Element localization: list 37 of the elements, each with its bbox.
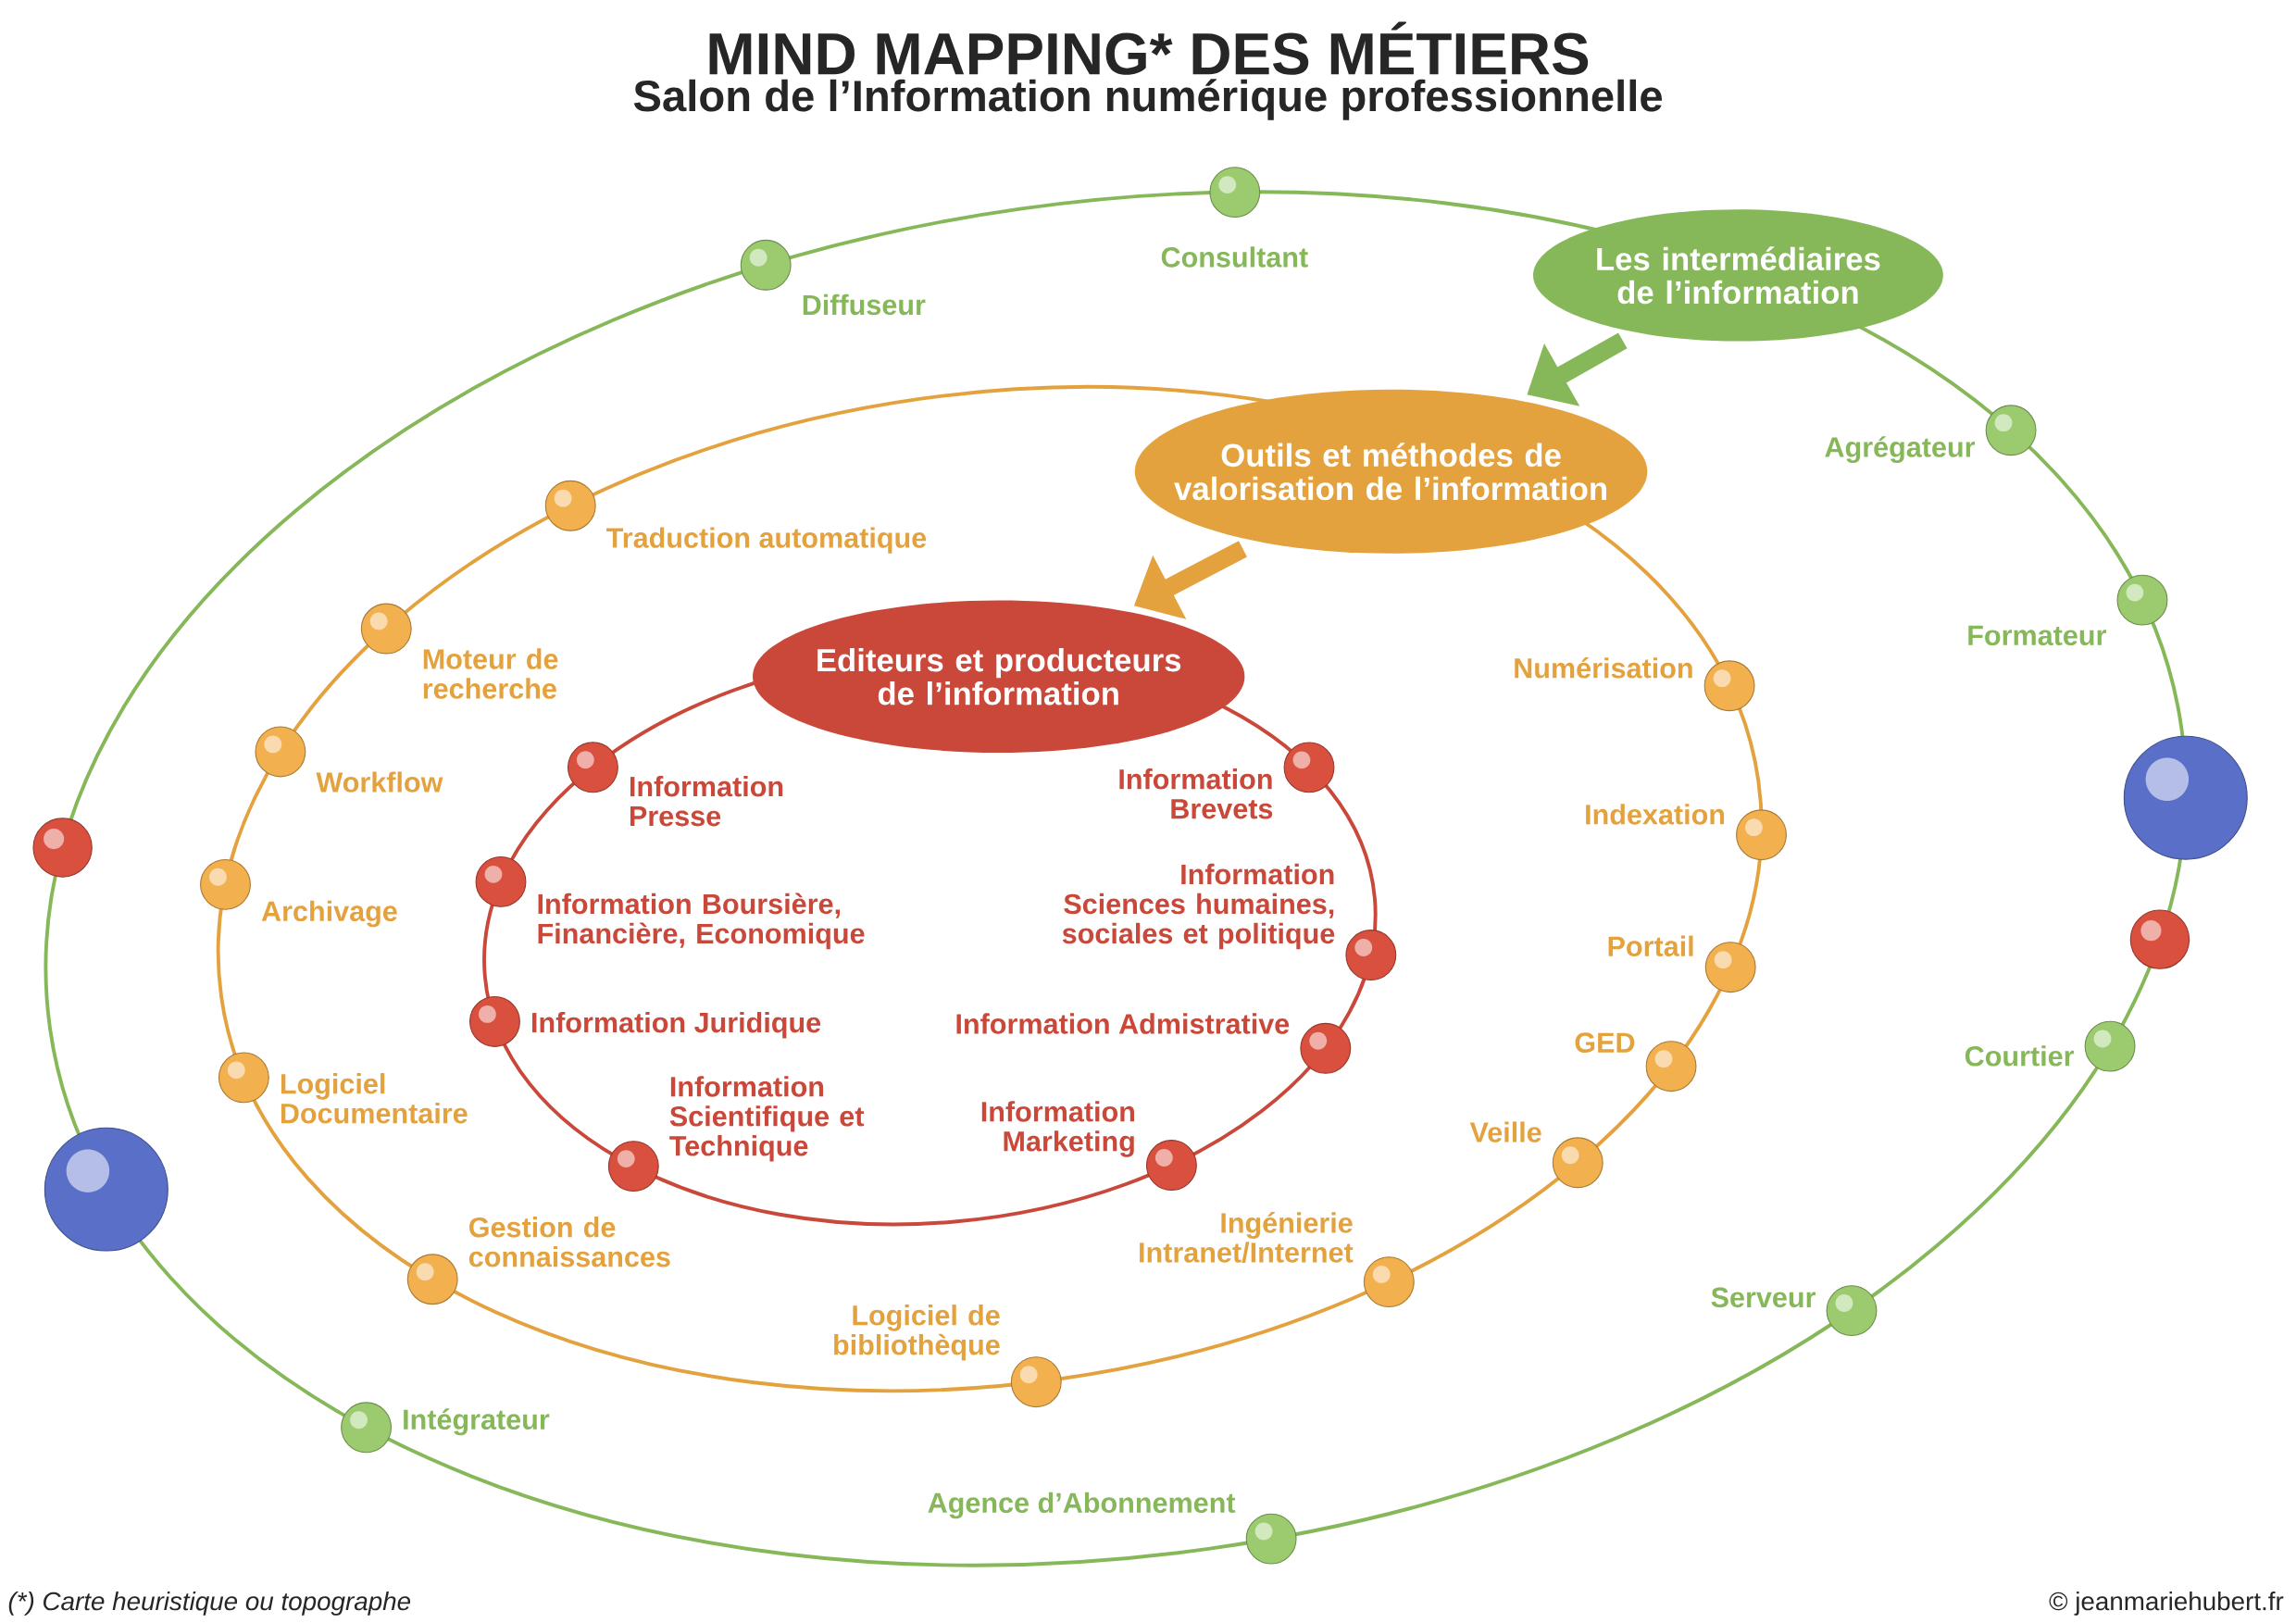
ball-label: Veille [1469,1121,1541,1142]
ball-label: Information Juridique [532,1011,821,1039]
ball-label: Indexation [1586,804,1725,825]
ball-label: GED [1575,1032,1635,1053]
ball-label: Moteur de recherche [423,648,558,699]
ball-label: Information Scientifique et Technique [669,1076,865,1162]
ball-label: Agence d’Abonnement [928,1492,1236,1519]
ball-label: Intégrateur [404,1408,550,1436]
subtitle: Salon de l’Information numérique professionnelle [633,79,1663,120]
ball [2123,735,2248,860]
ball-label: Archivage [261,900,397,928]
title: MIND MAPPING* DES MÉTIERS [709,21,1589,75]
ball-label: Information Brevets [1119,768,1273,819]
ball-label: Formateur [1968,625,2106,646]
ball [2129,909,2190,969]
ball-label: Information Sciences humaines, sociales et politique [1062,863,1335,950]
ball-label: Agrégateur [1825,436,1976,464]
ball-label: Diffuseur [803,293,926,316]
ball-label: Information Admistrative [956,1013,1290,1034]
ball-label: Consultant [1161,246,1308,268]
footnote: (*) Carte heuristique ou topographe [8,1592,411,1616]
ball-label: Serveur [1711,1287,1816,1308]
ball [44,1127,168,1252]
ball-label: Traduction automatique [606,527,927,554]
ball-label: Logiciel Documentaire [281,1073,468,1124]
ball-label: Logiciel de bibliothèque [834,1305,1000,1361]
copyright-note: © jeanmariehubert.fr [2049,1592,2284,1616]
ball-label: Portail [1608,935,1693,956]
ball-label: Ingénierie Intranet/Internet [1140,1212,1354,1264]
ball-label: Workflow [316,771,443,793]
ball-label: Numérisation [1515,656,1692,679]
ball-label: Gestion de connaissances [468,1217,670,1267]
ball-label: Information Presse [630,776,783,827]
ball-label: Courtier [1965,1045,2075,1067]
ball-label: Information Boursière, Financière, Economique [538,893,865,950]
ball [32,818,93,878]
ball-label: Information Marketing [981,1101,1134,1157]
